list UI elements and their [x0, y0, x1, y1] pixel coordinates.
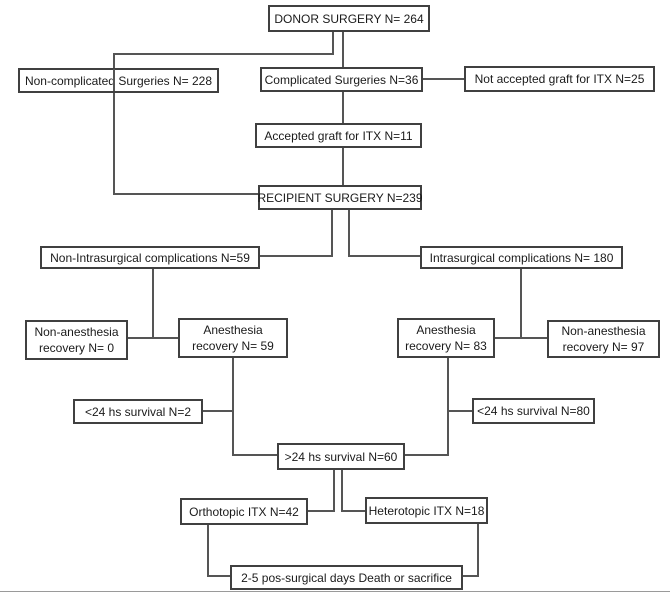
- node-donor-surgery: DONOR SURGERY N= 264: [268, 5, 430, 32]
- bottom-rule: [0, 591, 670, 592]
- node-heterotopic-itx: Heterotopic ITX N=18: [365, 497, 488, 524]
- connector-accepted-to-recipient-v: [342, 148, 344, 185]
- connector-left-column-v-overlay: [113, 69, 115, 91]
- connector-anesthesia-right-down-v: [447, 358, 449, 456]
- connector-heterotopic-down-v: [477, 524, 479, 577]
- node-non-anesthesia-recovery-97: Non-anesthesia recovery N= 97: [547, 320, 660, 358]
- connector-right-recovery-junction-h: [495, 337, 547, 339]
- node-outcome: 2-5 pos-surgical days Death or sacrifice: [230, 565, 463, 590]
- node-recipient-surgery: RECIPIENT SURGERY N=239: [257, 185, 423, 210]
- node-non-intrasurgical-complications: Non-Intrasurgical complications N=59: [40, 246, 260, 269]
- connector-donor-to-complicated-v: [342, 32, 344, 67]
- node-anesthesia-recovery-59: Anesthesia recovery N= 59: [178, 318, 288, 358]
- node-non-anesthesia-recovery-0: Non-anesthesia recovery N= 0: [25, 320, 128, 360]
- connector-recipient-left-v: [331, 210, 333, 257]
- node-lt24-survival-2: <24 hs survival N=2: [73, 399, 203, 424]
- connector-recipient-right-v: [348, 210, 350, 257]
- connector-into-gt24-right-h: [405, 454, 447, 456]
- connector-complicated-to-notaccepted-h: [423, 78, 464, 80]
- connector-nonintra-down-v: [152, 269, 154, 339]
- connector-donor-branch-left-v: [332, 32, 334, 55]
- node-gt24-survival-60: >24 hs survival N=60: [277, 443, 405, 470]
- node-orthotopic-itx: Orthotopic ITX N=42: [180, 498, 308, 525]
- connector-to-lt24-left-h: [203, 410, 232, 412]
- connector-anesthesia-left-down-v: [232, 358, 234, 456]
- connector-orthotopic-down-v: [207, 525, 209, 577]
- connector-to-lt24-right-h: [447, 410, 472, 412]
- connector-gt24-left-v: [333, 470, 335, 512]
- connector-complicated-to-accepted-v: [342, 92, 344, 123]
- connector-to-heterotopic-h: [341, 510, 365, 512]
- node-complicated-surgeries: Complicated Surgeries N=36: [260, 67, 423, 92]
- connector-into-gt24-left-h: [232, 454, 277, 456]
- connector-left-recovery-junction-h: [128, 337, 178, 339]
- node-not-accepted-graft: Not accepted graft for ITX N=25: [464, 66, 655, 92]
- connector-into-outcome-right-h: [463, 575, 477, 577]
- connector-intra-down-v: [520, 269, 522, 339]
- connector-left-column-v: [113, 53, 115, 193]
- connector-recipient-to-nonintra-h: [260, 255, 333, 257]
- node-intrasurgical-complications: Intrasurgical complications N= 180: [420, 246, 623, 269]
- node-accepted-graft: Accepted graft for ITX N=11: [255, 123, 422, 148]
- connector-noncomplicated-to-recipient-h: [113, 193, 258, 195]
- connector-donor-branch-left-h: [113, 53, 334, 55]
- connector-gt24-right-v: [341, 470, 343, 512]
- node-anesthesia-recovery-83: Anesthesia recovery N= 83: [397, 318, 495, 358]
- node-lt24-survival-80: <24 hs survival N=80: [472, 398, 595, 424]
- connector-to-orthotopic-h: [308, 510, 335, 512]
- connector-recipient-to-intra-h: [348, 255, 420, 257]
- connector-into-outcome-left-h: [207, 575, 230, 577]
- node-noncomplicated-surgeries: Non-complicated Surgeries N= 228: [18, 68, 219, 93]
